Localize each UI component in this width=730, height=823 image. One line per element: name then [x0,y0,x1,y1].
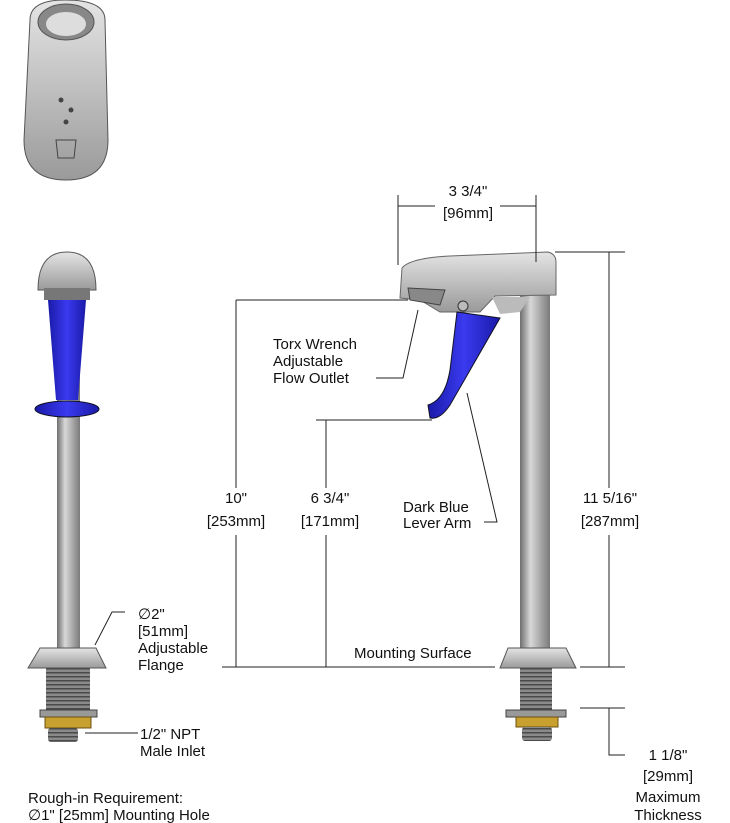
flange-callout-1: ∅2" [138,606,165,623]
outlet-callout-2: Adjustable [273,353,343,370]
mounting-surface-label: Mounting Surface [354,645,472,662]
cup-icon [55,139,77,159]
lever-height-imperial: 6 3/4" [311,490,350,507]
nut [44,716,92,729]
thickness-metric: [29mm] [643,768,693,785]
rough-in-note-2: ∅1" [25mm] Mounting Hole [28,807,210,823]
front-view [399,251,577,741]
flange-callout-4: Flange [138,657,184,674]
outlet-height-metric: [253mm] [207,513,265,530]
total-height-metric: [287mm] [581,513,639,530]
thickness-imperial: 1 1/8" [649,747,688,764]
lever-callout-1: Dark Blue [403,499,469,516]
width-imperial: 3 3/4" [449,183,488,200]
lever-arm-front [48,300,86,400]
dimension-lines [85,195,625,756]
flange [27,647,107,669]
flange-callout-3: Adjustable [138,640,208,657]
thickness-label-2: Thickness [634,807,702,823]
inlet-callout-1: 1/2" NPT [140,726,200,743]
lever-arm [427,311,501,419]
side-view [27,251,107,742]
flange-callout-2: [51mm] [138,623,188,640]
total-height-imperial: 11 5/16" [583,490,637,507]
lever-height-metric: [171mm] [301,513,359,530]
outlet-callout-1: Torx Wrench [273,336,357,353]
top-view [23,0,109,181]
outlet-height-imperial: 10" [225,490,247,507]
thickness-label-1: Maximum [635,789,700,806]
outlet-callout-3: Flow Outlet [273,370,350,387]
width-metric: [96mm] [443,205,493,222]
rough-in-note-1: Rough-in Requirement: [28,790,183,807]
inlet-callout-2: Male Inlet [140,743,206,760]
water-drop-icon [58,97,64,103]
lever-callout-2: Lever Arm [403,515,471,532]
flow-outlet [407,287,446,306]
